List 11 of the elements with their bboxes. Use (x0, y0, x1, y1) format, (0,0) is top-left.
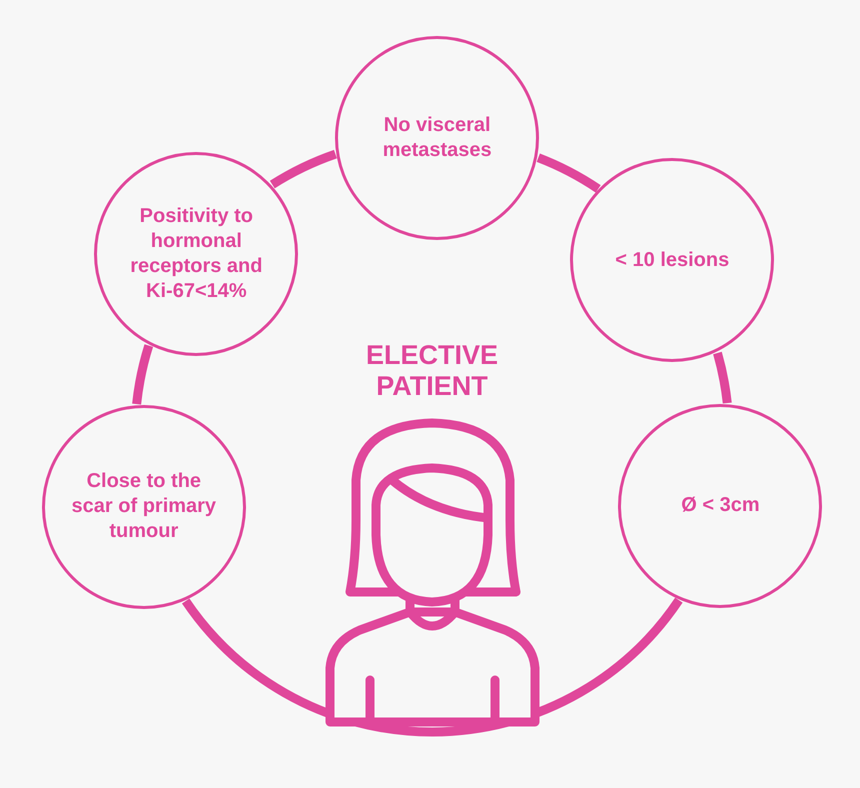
ring-arc (132, 344, 154, 405)
criterion-text: < 10 lesions (615, 248, 730, 273)
ring-arc (536, 154, 601, 193)
criterion-text: Positivity to hormonal receptors and Ki-67<14% (129, 204, 264, 304)
criterion-text: Ø < 3cm (681, 493, 760, 518)
criterion-text: Close to the scar of primary tumour (70, 469, 218, 544)
title: ELECTIVE PATIENT (364, 340, 500, 402)
ring-arc (713, 352, 732, 404)
criterion-text: No visceral metastases (382, 113, 493, 164)
ring-arc (270, 150, 338, 188)
ring-arc (182, 597, 682, 736)
